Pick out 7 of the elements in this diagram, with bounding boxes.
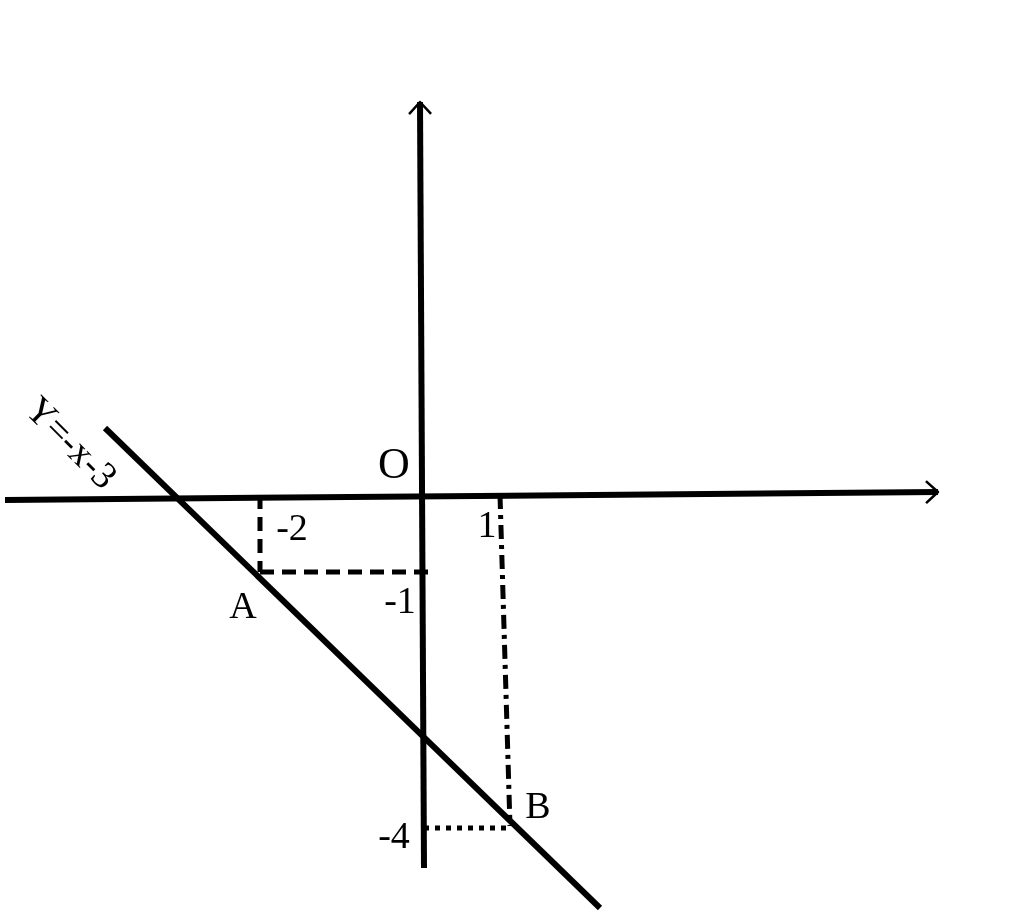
point-label: A	[229, 586, 257, 624]
tick-label: -2	[276, 508, 308, 546]
point-label: B	[525, 786, 551, 824]
tick-label: 1	[477, 505, 497, 543]
tick-label: -1	[384, 581, 416, 619]
tick-label: -4	[378, 816, 410, 854]
origin-label: O	[378, 442, 410, 486]
